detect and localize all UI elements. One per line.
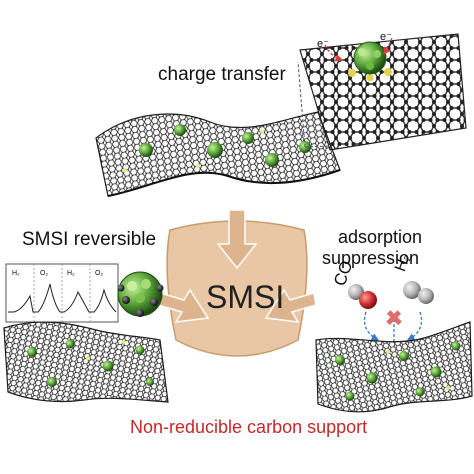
smsi-center-label: SMSI [206, 279, 285, 315]
left-graphene-sheet [3, 321, 169, 403]
electron-label-1: e⁻ [317, 38, 329, 50]
smsi-triangle [157, 209, 317, 357]
suppression-label: suppression [322, 248, 420, 268]
carbon-support-label: Non-reducible carbon support [130, 417, 368, 437]
charge-transfer-label: charge transfer [158, 64, 286, 85]
trace-h2-label-1: H₂ [12, 270, 20, 277]
zoom-connector-lines [297, 61, 331, 148]
top-sheet-particles [123, 124, 311, 172]
right-graphene-sheet [315, 321, 473, 413]
h2-molecule [403, 281, 434, 304]
blocked-adsorption [363, 310, 423, 344]
trace-h2-label-2: H₂ [67, 270, 75, 277]
electron-label-2: e⁻ [380, 31, 392, 43]
trace-o2-label-1: O₂ [40, 270, 49, 277]
trace-o2-label-2: O₂ [95, 270, 104, 277]
reversible-nanoparticle [117, 271, 164, 317]
adsorption-label: adsorption [338, 227, 423, 247]
smsi-reversible-label: SMSI reversible [22, 229, 157, 250]
smsi-trace-panel [5, 263, 119, 323]
co-molecule [348, 284, 377, 309]
zoom-inset [299, 33, 467, 151]
